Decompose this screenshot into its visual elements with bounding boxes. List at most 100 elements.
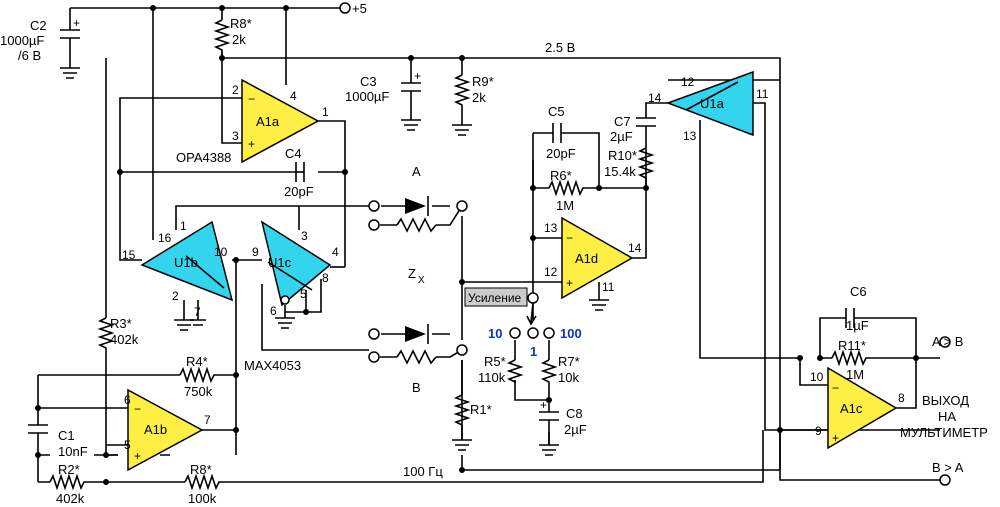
svg-text:R2*: R2* — [58, 462, 80, 477]
svg-text:+: + — [134, 449, 141, 463]
svg-text:20pF: 20pF — [284, 184, 314, 199]
svg-text:C7: C7 — [614, 114, 631, 129]
switch-a-terminal-right — [456, 200, 468, 212]
switch-a-terminal-left — [368, 200, 380, 212]
svg-text:15.4k: 15.4k — [604, 164, 636, 179]
svg-text:10nF: 10nF — [58, 444, 88, 459]
svg-text:−: − — [134, 402, 141, 416]
svg-text:10k: 10k — [558, 370, 579, 385]
svg-text:14: 14 — [648, 91, 662, 105]
out-line1: ВЫХОД — [922, 393, 969, 408]
svg-text:5: 5 — [124, 438, 131, 452]
svg-text:C3: C3 — [360, 74, 377, 89]
diode-a — [396, 196, 437, 233]
svg-text:R11*: R11* — [838, 338, 866, 353]
svg-text:6: 6 — [270, 304, 277, 318]
switch-b-terminal-left — [368, 328, 380, 340]
svg-text:+: + — [832, 431, 839, 445]
svg-text:U1b: U1b — [174, 255, 198, 270]
svg-text:C1: C1 — [58, 428, 75, 443]
svg-text:−: − — [566, 231, 573, 245]
svg-text:R6*: R6* — [550, 168, 572, 183]
gain-box-label: Усиление — [468, 291, 522, 305]
svg-text:A1b: A1b — [144, 422, 167, 437]
switch-b-terminal-right — [456, 344, 468, 356]
svg-text:C4: C4 — [285, 146, 302, 161]
svg-text:14: 14 — [628, 241, 642, 255]
gain-terminal-100 — [543, 327, 555, 339]
svg-text:9: 9 — [252, 245, 259, 259]
svg-text:750k: 750k — [184, 384, 213, 399]
svg-text:R8*: R8* — [230, 16, 252, 31]
svg-text:10: 10 — [214, 245, 228, 259]
svg-text:2: 2 — [172, 289, 179, 303]
svg-text:4: 4 — [332, 245, 339, 259]
switch-u1c: U1c 9 3 4 8 6 5 — [252, 220, 339, 318]
gain-terminal-1 — [527, 327, 539, 339]
svg-text:4: 4 — [290, 89, 297, 103]
switch-u1a: U1a 12 14 11 13 — [648, 70, 769, 143]
svg-text:3: 3 — [301, 229, 308, 243]
svg-text:9: 9 — [815, 424, 822, 438]
svg-text:1000µF: 1000µF — [0, 33, 44, 48]
svg-text:110k: 110k — [478, 370, 506, 385]
svg-text:15: 15 — [122, 248, 136, 262]
svg-text:+: + — [414, 69, 421, 83]
svg-text:402k: 402k — [110, 332, 139, 347]
svg-text:R8*: R8* — [190, 462, 212, 477]
svg-text:7: 7 — [204, 413, 211, 427]
svg-text:1M: 1M — [846, 367, 864, 382]
svg-text:A1d: A1d — [575, 251, 598, 266]
gain-10-label: 10 — [488, 326, 502, 341]
svg-text:8: 8 — [898, 391, 905, 405]
capacitors — [28, 29, 874, 445]
node-b-label: B — [412, 380, 421, 395]
svg-text:−: − — [248, 92, 255, 106]
svg-text:1000µF: 1000µF — [345, 89, 389, 104]
svg-text:R10*: R10* — [608, 148, 637, 163]
svg-text:R7*: R7* — [558, 354, 580, 369]
opamp-a1d: A1d 13 12 14 11 − + — [544, 216, 642, 300]
svg-text:7: 7 — [194, 305, 201, 319]
svg-text:R9*: R9* — [472, 74, 494, 89]
mid-rail-label: 2.5 В — [545, 40, 575, 55]
opamp-a1b: A1b 6 5 7 − + — [124, 388, 211, 472]
freq-label: 100 Гц — [403, 464, 443, 479]
svg-text:R3*: R3* — [110, 316, 132, 331]
out-b-terminal — [939, 474, 951, 486]
gain-1-label: 1 — [530, 344, 537, 359]
switch-u1b: U1b 16 1 15 10 2 7 — [122, 219, 234, 319]
grounds — [60, 67, 609, 456]
opa-part-label: OPA4388 — [176, 150, 231, 165]
svg-text:+: + — [73, 16, 80, 30]
svg-text:2µF: 2µF — [610, 129, 633, 144]
resistors — [49, 19, 868, 491]
svg-text:2k: 2k — [472, 90, 486, 105]
opamp-a1a: A1a 2 3 1 4 − + — [232, 78, 329, 164]
svg-text:R5*: R5* — [484, 354, 506, 369]
svg-text:402k: 402k — [56, 491, 85, 506]
svg-text:C5: C5 — [548, 104, 565, 119]
svg-text:2µF: 2µF — [564, 422, 587, 437]
zx-label: Z — [408, 266, 416, 281]
out-line3: МУЛЬТИМЕТР — [900, 425, 988, 440]
switch-a-terminal-left2 — [368, 219, 380, 231]
svg-text:20pF: 20pF — [546, 146, 576, 161]
svg-text:C6: C6 — [850, 284, 867, 299]
gain-100-label: 100 — [560, 326, 582, 341]
zx-subscript: X — [418, 275, 425, 286]
svg-text:5: 5 — [300, 287, 307, 301]
svg-text:+: + — [540, 398, 547, 412]
svg-text:12: 12 — [544, 265, 558, 279]
svg-text:16: 16 — [158, 231, 172, 245]
opamp-a1c: A1c 10 9 8 − + — [810, 366, 905, 450]
svg-text:1: 1 — [180, 219, 187, 233]
svg-text:A1c: A1c — [840, 401, 863, 416]
svg-text:1M: 1M — [556, 198, 574, 213]
plus5-terminal — [339, 2, 351, 14]
svg-text:R1*: R1* — [470, 402, 492, 417]
svg-text:+: + — [248, 137, 255, 151]
out-a-gt-b-label: A > B — [932, 334, 963, 349]
